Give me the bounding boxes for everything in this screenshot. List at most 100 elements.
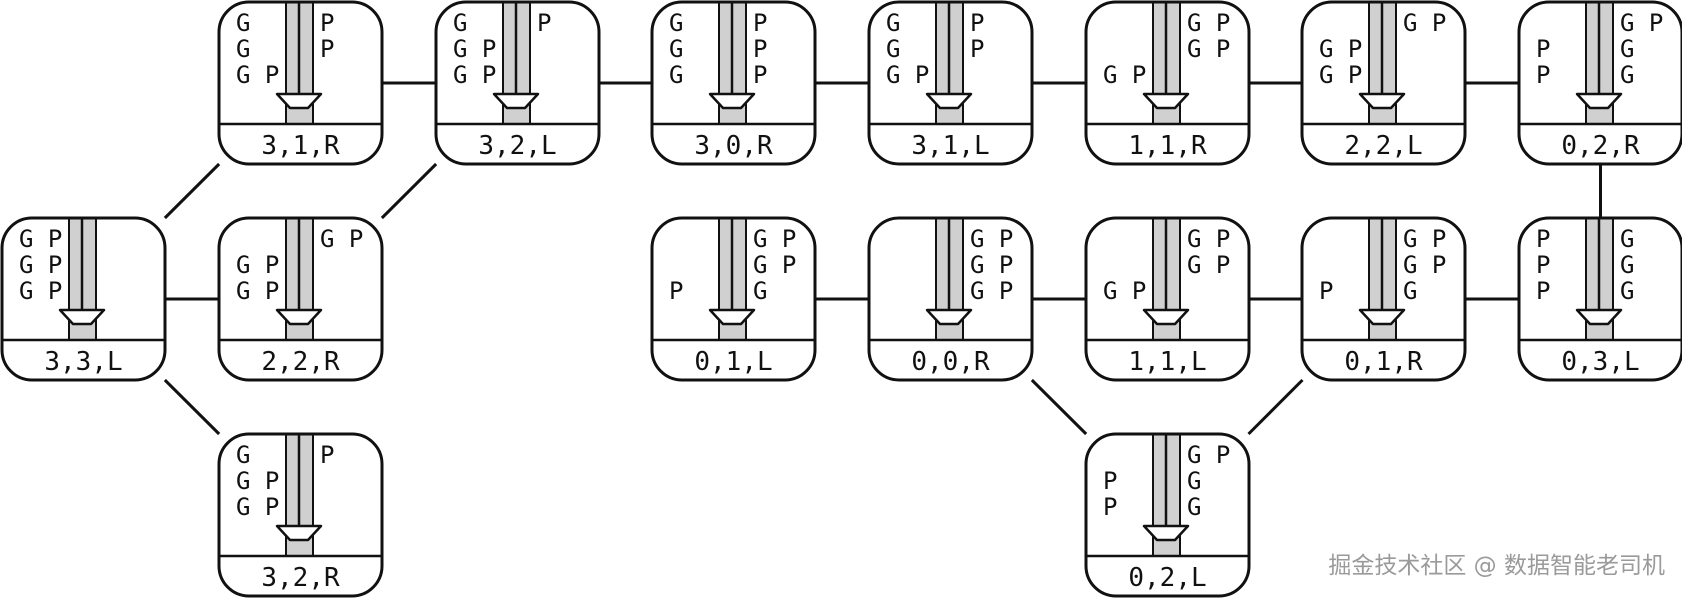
state-border xyxy=(867,0,1034,166)
left-bank-tokens: P xyxy=(1319,277,1333,305)
right-bank-tokens: G P xyxy=(1187,441,1230,469)
right-bank-tokens: G P xyxy=(320,225,363,253)
state-border xyxy=(650,0,817,166)
right-bank-tokens: P xyxy=(970,9,984,37)
state-border xyxy=(650,216,817,382)
state-node: G PG PG P1,1,R xyxy=(1084,0,1251,166)
right-bank-tokens: P xyxy=(537,9,551,37)
right-bank-tokens: G P xyxy=(753,225,796,253)
state-label: 3,2,R xyxy=(261,563,340,593)
right-bank-tokens: G xyxy=(1187,467,1201,495)
boat-icon xyxy=(925,308,973,326)
edge-layer xyxy=(163,81,1602,436)
boat-icon xyxy=(925,92,973,110)
left-bank-tokens: G P xyxy=(236,277,279,305)
state-border xyxy=(434,0,601,166)
state-border xyxy=(1300,0,1467,166)
right-bank-tokens: G P xyxy=(1187,9,1230,37)
boat-icon xyxy=(1142,308,1190,326)
state-border xyxy=(1084,432,1251,598)
right-bank-tokens: G P xyxy=(1403,225,1446,253)
left-bank-tokens: G P xyxy=(19,277,62,305)
right-bank-tokens: P xyxy=(753,61,767,89)
state-label: 3,3,L xyxy=(44,347,122,377)
left-bank-tokens: P xyxy=(1103,467,1117,495)
state-label: 1,1,L xyxy=(1128,347,1206,377)
right-bank-tokens: G xyxy=(1620,225,1634,253)
state-node: G PG PG P2,2,L xyxy=(1300,0,1467,166)
left-bank-tokens: P xyxy=(1536,251,1550,279)
boat-icon xyxy=(275,524,323,542)
right-bank-tokens: G P xyxy=(1187,251,1230,279)
state-label: 0,1,R xyxy=(1344,347,1423,377)
edge-s11-s16 xyxy=(1030,378,1088,436)
boat-icon xyxy=(275,92,323,110)
boat-icon xyxy=(1142,524,1190,542)
right-bank-tokens: G xyxy=(1403,277,1417,305)
state-label: 0,1,L xyxy=(694,347,772,377)
edge-s8-s1 xyxy=(163,162,221,220)
right-bank-tokens: G P xyxy=(970,251,1013,279)
boat-icon xyxy=(1358,308,1406,326)
left-bank-tokens: G P xyxy=(453,61,496,89)
left-bank-tokens: G P xyxy=(236,467,279,495)
state-border xyxy=(867,216,1034,382)
state-label: 3,1,R xyxy=(261,131,340,161)
right-bank-tokens: G P xyxy=(970,277,1013,305)
boat-icon xyxy=(1142,92,1190,110)
edge-s8-s15 xyxy=(163,378,221,436)
right-bank-tokens: G P xyxy=(753,251,796,279)
state-border xyxy=(1517,0,1682,166)
state-border xyxy=(1084,216,1251,382)
right-bank-tokens: G P xyxy=(970,225,1013,253)
state-label: 0,2,L xyxy=(1128,563,1206,593)
left-bank-tokens: P xyxy=(1536,61,1550,89)
left-bank-tokens: G xyxy=(669,9,683,37)
state-border xyxy=(1084,0,1251,166)
edge-s16-s13 xyxy=(1247,378,1304,436)
left-bank-tokens: P xyxy=(1536,225,1550,253)
left-bank-tokens: G P xyxy=(1103,61,1146,89)
left-bank-tokens: G P xyxy=(1103,277,1146,305)
left-bank-tokens: G P xyxy=(453,35,496,63)
right-bank-tokens: P xyxy=(970,35,984,63)
right-bank-tokens: P xyxy=(320,9,334,37)
left-bank-tokens: G xyxy=(669,35,683,63)
boat-icon xyxy=(1575,92,1623,110)
right-bank-tokens: G P xyxy=(1403,251,1446,279)
boat-icon xyxy=(275,308,323,326)
right-bank-tokens: G P xyxy=(1620,9,1663,37)
right-bank-tokens: G xyxy=(753,277,767,305)
left-bank-tokens: G P xyxy=(1319,35,1362,63)
left-bank-tokens: G P xyxy=(236,61,279,89)
right-bank-tokens: P xyxy=(753,35,767,63)
right-bank-tokens: P xyxy=(320,35,334,63)
boat-icon xyxy=(1358,92,1406,110)
state-border xyxy=(1517,216,1682,382)
left-bank-tokens: G P xyxy=(236,493,279,521)
right-bank-tokens: P xyxy=(753,9,767,37)
state-label: 2,2,R xyxy=(261,347,340,377)
left-bank-tokens: P xyxy=(669,277,683,305)
state-label: 3,0,R xyxy=(694,131,773,161)
state-node: PG PG PG0,1,R xyxy=(1300,216,1467,382)
left-bank-tokens: G P xyxy=(886,61,929,89)
state-border xyxy=(217,0,384,166)
left-bank-tokens: G xyxy=(236,9,250,37)
right-bank-tokens: P xyxy=(320,441,334,469)
state-border xyxy=(217,432,384,598)
state-label: 3,1,L xyxy=(911,131,989,161)
state-node: G PG PG P3,3,L xyxy=(0,216,167,382)
left-bank-tokens: G P xyxy=(19,225,62,253)
left-bank-tokens: G P xyxy=(1319,61,1362,89)
left-bank-tokens: P xyxy=(1536,35,1550,63)
right-bank-tokens: G xyxy=(1620,277,1634,305)
left-bank-tokens: G P xyxy=(19,251,62,279)
